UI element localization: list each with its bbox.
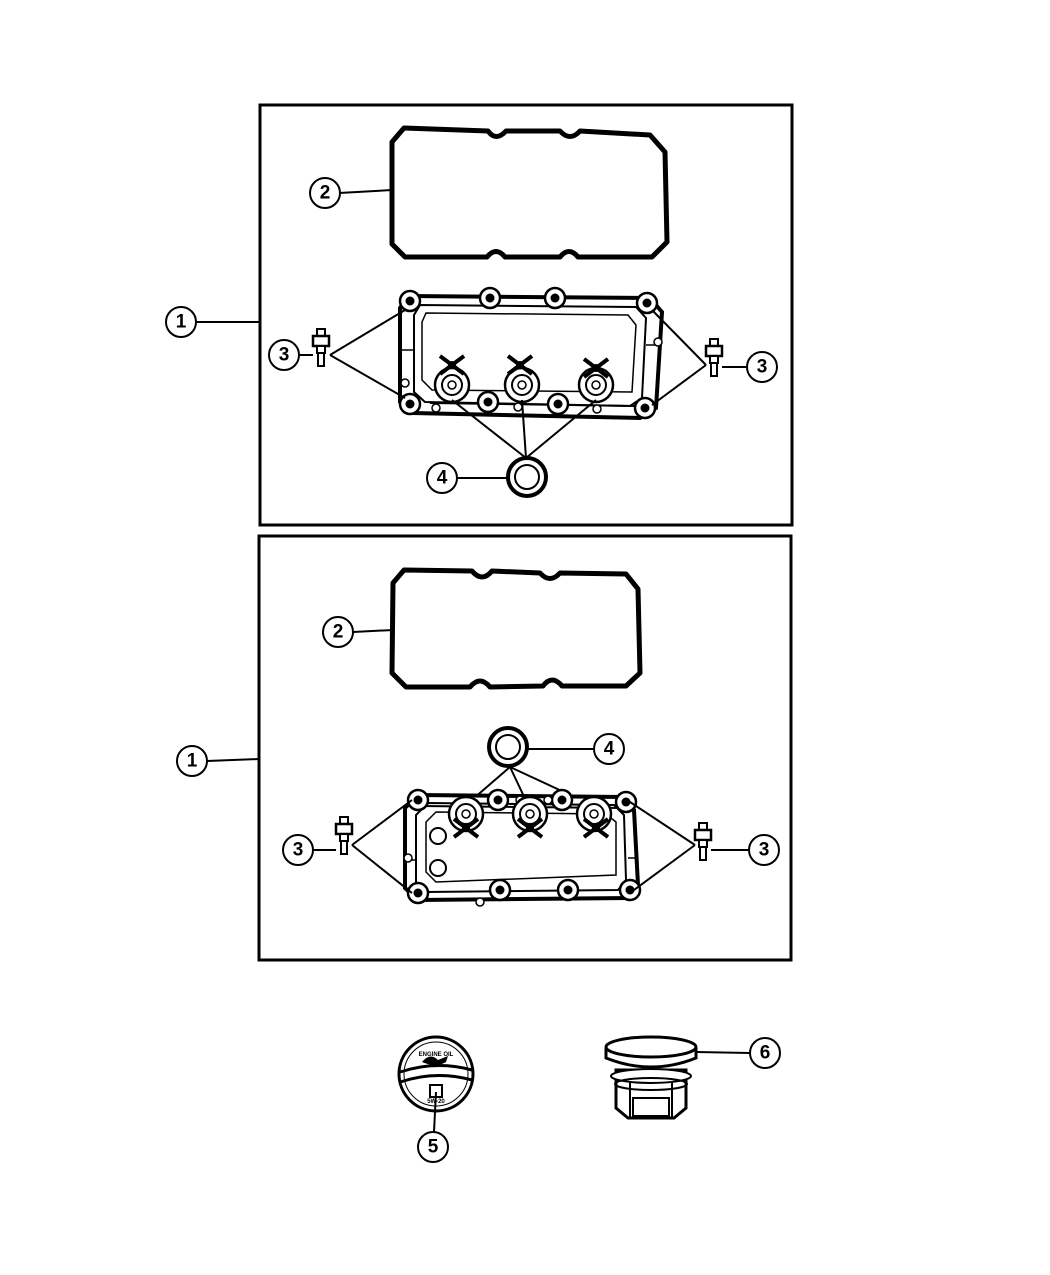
bottom-panel-frame <box>257 534 793 962</box>
callout-bottom-bolt-right: 3 <box>748 834 780 866</box>
callout-top-assembly: 1 <box>165 306 197 338</box>
callout-top-assembly-label: 1 <box>176 312 187 333</box>
callout-top-seal: 4 <box>426 462 458 494</box>
bottom-seal <box>487 726 529 768</box>
callout-top-bolt-right: 3 <box>746 351 778 383</box>
top-gasket <box>389 125 670 260</box>
callout-bottom-bolt-left-label: 3 <box>293 840 304 861</box>
callout-bottom-gasket: 2 <box>322 616 354 648</box>
top-seal <box>506 456 548 498</box>
callout-bottom-assembly-label: 1 <box>187 751 198 772</box>
bottom-gasket <box>389 567 643 690</box>
callout-bottom-assembly: 1 <box>176 745 208 777</box>
callout-plug: 6 <box>749 1037 781 1069</box>
callout-bottom-seal: 4 <box>593 733 625 765</box>
callout-top-seal-label: 4 <box>437 468 448 489</box>
callout-bottom-bolt-right-label: 3 <box>759 840 770 861</box>
callout-top-gasket-label: 2 <box>320 183 331 204</box>
callout-top-gasket: 2 <box>309 177 341 209</box>
callout-bottom-gasket-label: 2 <box>333 622 344 643</box>
callout-oil-cap-label: 5 <box>428 1137 439 1158</box>
callout-top-bolt-right-label: 3 <box>757 357 768 378</box>
callout-bottom-bolt-left: 3 <box>282 834 314 866</box>
top-panel-frame <box>258 103 794 527</box>
callout-top-bolt-left-label: 3 <box>279 345 290 366</box>
callout-bottom-seal-label: 4 <box>604 739 615 760</box>
oil-cap-top-text: ENGINE OIL <box>419 1052 454 1058</box>
plug <box>604 1035 698 1120</box>
callout-plug-label: 6 <box>760 1043 771 1064</box>
callout-oil-cap: 5 <box>417 1131 449 1163</box>
callout-top-bolt-left: 3 <box>268 339 300 371</box>
